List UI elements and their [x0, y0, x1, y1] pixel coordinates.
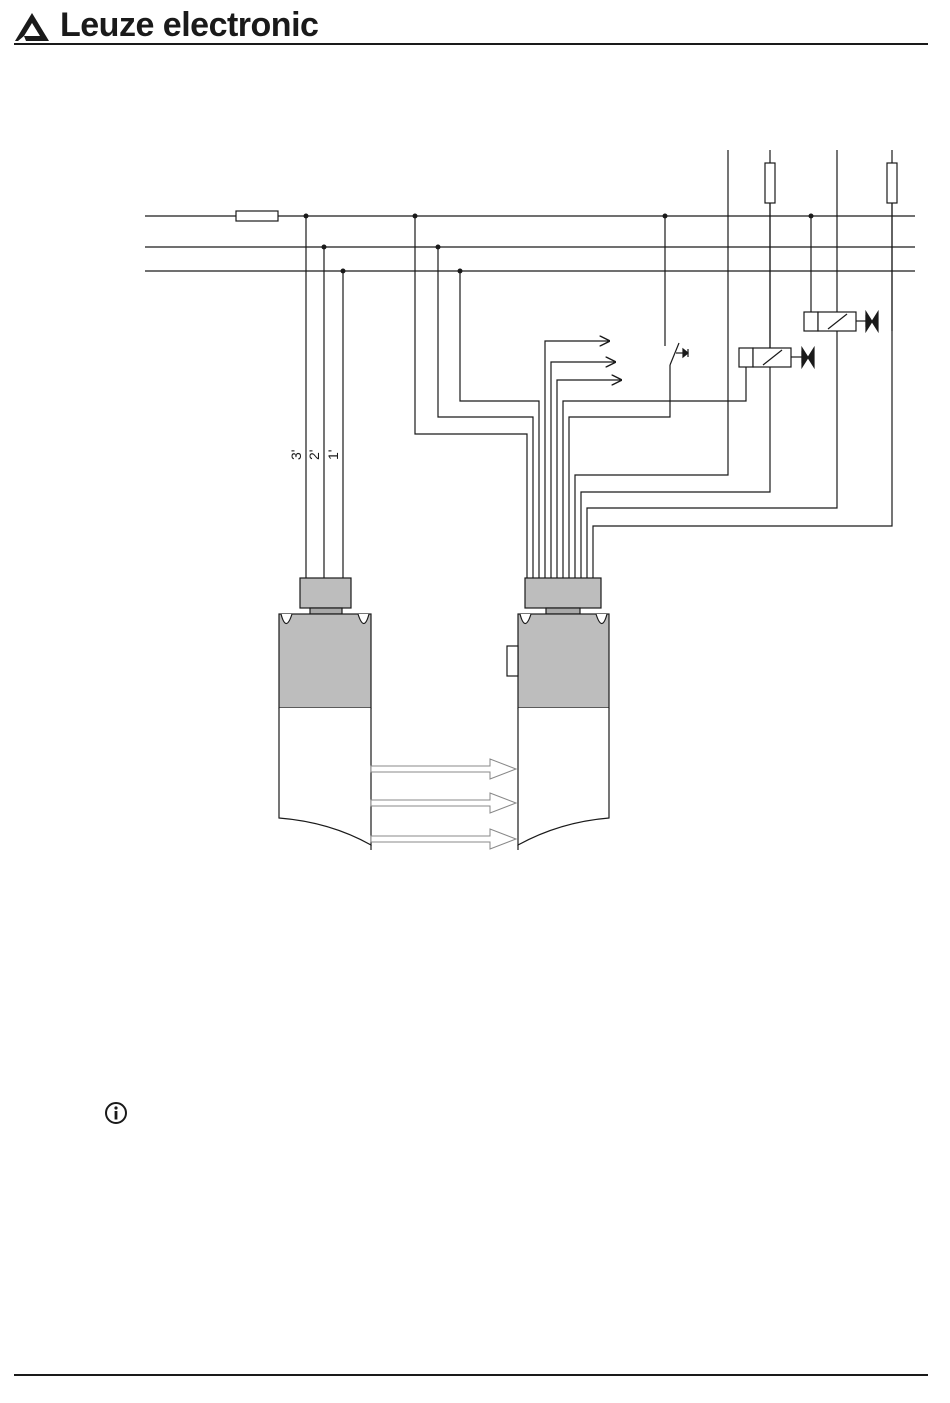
wire-label-3: 3'	[288, 450, 304, 460]
info-icon	[104, 1101, 128, 1125]
light-beams	[371, 759, 516, 849]
footer-divider	[14, 1374, 928, 1376]
junction-dots	[304, 214, 814, 274]
fuse-k1	[765, 163, 775, 203]
solenoid-valve-1	[739, 338, 814, 367]
wire-label-2: 2'	[306, 450, 322, 460]
reset-switch	[665, 216, 688, 365]
receiver-wires	[415, 150, 892, 578]
transmitter-wires	[306, 216, 343, 578]
receiver-device	[507, 578, 609, 850]
light-beam-3	[371, 829, 516, 849]
light-beam-2	[371, 793, 516, 813]
transmitter-device	[279, 578, 371, 850]
solenoid-valve-2	[804, 312, 892, 331]
fuse-k2	[887, 163, 897, 203]
wire-labels: 3' 2' 1'	[288, 450, 341, 460]
fuse-main	[236, 211, 278, 221]
power-rails	[145, 216, 915, 271]
light-beam-1	[371, 759, 516, 779]
wire-label-1: 1'	[325, 450, 341, 460]
